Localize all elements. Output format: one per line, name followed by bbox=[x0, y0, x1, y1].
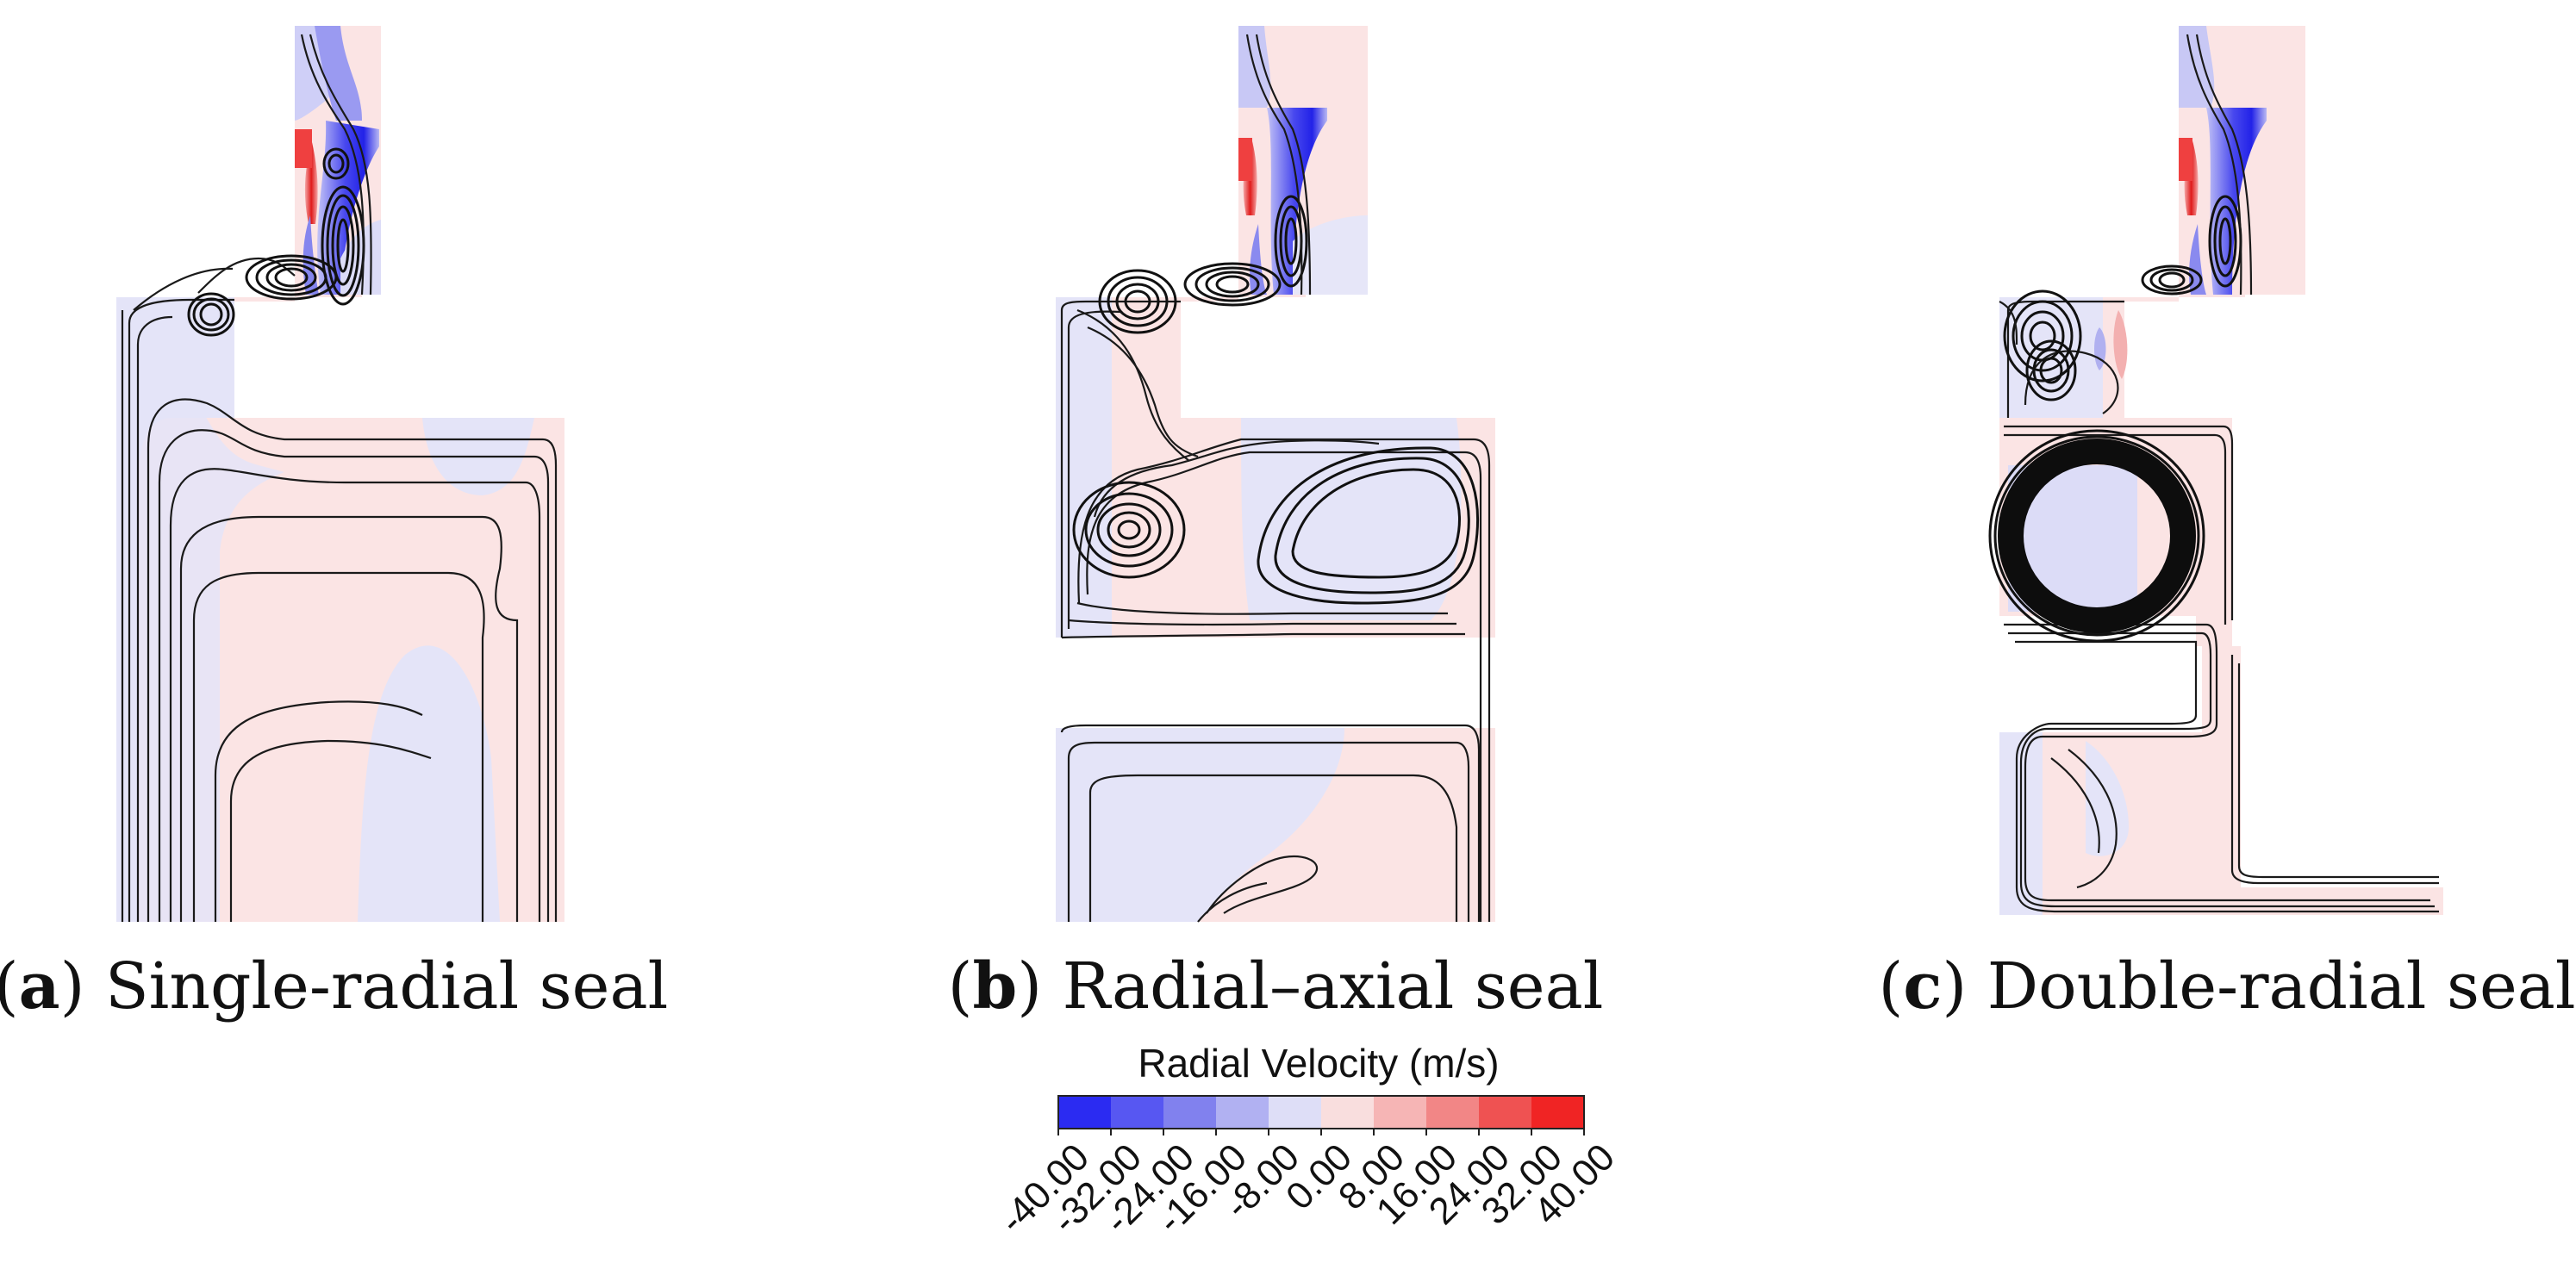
colorbar-swatch bbox=[1531, 1096, 1585, 1129]
panel-a-letter: a bbox=[19, 949, 60, 1023]
panel-b-domain bbox=[1056, 26, 1495, 922]
panel-a-caption: (a) Single-radial seal bbox=[0, 949, 668, 1023]
panel-a-domain bbox=[116, 26, 564, 922]
panel-b bbox=[1056, 26, 1495, 923]
colorbar-swatch bbox=[1058, 1096, 1112, 1129]
colorbar-swatch bbox=[1321, 1096, 1375, 1129]
panel-c-letter: c bbox=[1903, 949, 1942, 1023]
legend-title: Radial Velocity (m/s) bbox=[1138, 1041, 1499, 1086]
panel-b-letter: b bbox=[972, 949, 1017, 1023]
panel-c-streamlines bbox=[2004, 300, 2439, 913]
panel-a bbox=[116, 26, 564, 922]
colorbar-ticks: -40.00-32.00-24.00-16.00-8.000.008.0016.… bbox=[991, 1129, 1623, 1241]
colorbar-swatch bbox=[1111, 1096, 1164, 1129]
colorbar-swatch bbox=[1163, 1096, 1217, 1129]
panel-b-streamlines bbox=[1060, 300, 1491, 923]
panel-b-title: Radial–axial seal bbox=[1063, 949, 1604, 1023]
panel-c-title: Double-radial seal bbox=[1987, 949, 2576, 1023]
colorbar-swatch bbox=[1426, 1096, 1480, 1129]
panel-a-streamlines bbox=[121, 257, 558, 922]
colorbar-swatch bbox=[1374, 1096, 1427, 1129]
colorbar-legend: Radial Velocity (m/s) -40.00-32.00-24.00… bbox=[991, 1041, 1623, 1241]
panel-a-title: Single-radial seal bbox=[105, 949, 668, 1023]
panel-c-vortices bbox=[1988, 34, 2253, 643]
panel-b-caption: (b) Radial–axial seal bbox=[948, 949, 1604, 1023]
colorbar bbox=[1057, 1095, 1585, 1129]
panel-a-vortices bbox=[187, 34, 372, 337]
panel-c-caption: (c) Double-radial seal bbox=[1878, 949, 2575, 1023]
panel-c bbox=[1988, 26, 2443, 915]
panel-b-vortices bbox=[1072, 34, 1479, 605]
colorbar-swatch bbox=[1216, 1096, 1269, 1129]
colorbar-swatch bbox=[1269, 1096, 1322, 1129]
colorbar-swatch bbox=[1479, 1096, 1532, 1129]
